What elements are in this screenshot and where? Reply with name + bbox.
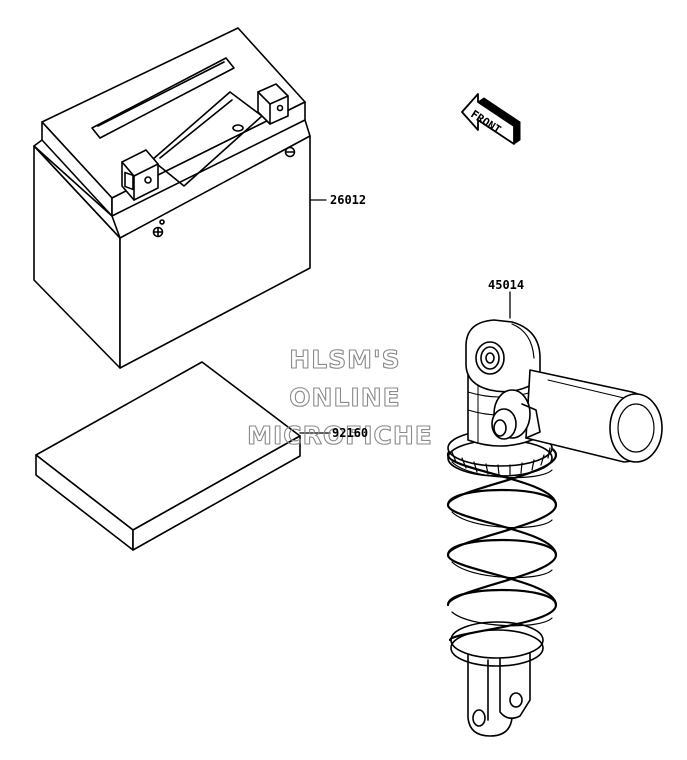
watermark-line-2: ONLINE — [289, 383, 400, 412]
watermark-line-1: HLSM'S — [289, 345, 400, 374]
watermark-line-3: MICROFICHE — [247, 421, 433, 450]
part-number-92160: 92160 — [332, 426, 368, 440]
battery-drawing — [33, 27, 311, 369]
part-number-45014: 45014 — [488, 278, 524, 292]
shock-absorber-drawing — [446, 291, 663, 737]
part-number-26012: 26012 — [330, 193, 366, 207]
watermark: HLSM'S ONLINE MICROFICHE — [247, 344, 433, 450]
battery-pad-drawing — [35, 361, 301, 551]
front-arrow-icon: FRONT — [461, 93, 521, 145]
